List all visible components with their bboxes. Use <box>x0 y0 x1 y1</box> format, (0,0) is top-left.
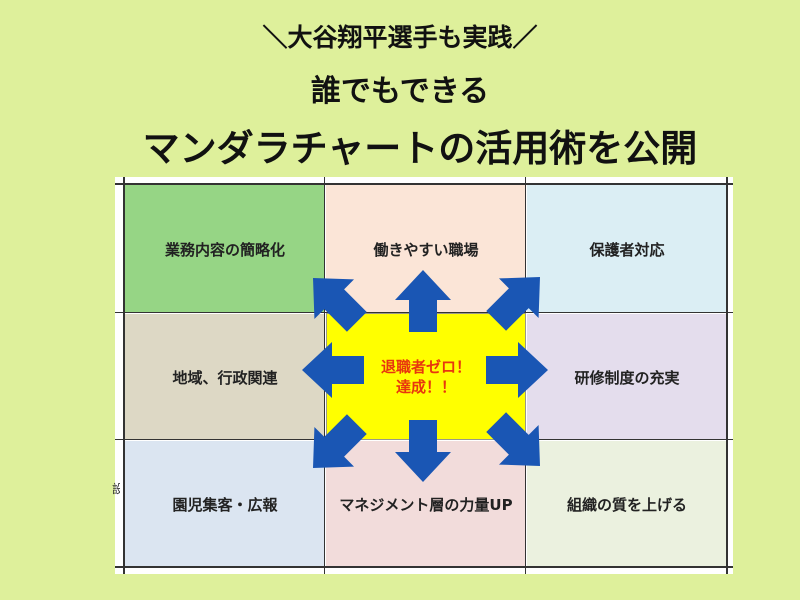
cell-business-simplification: 業務内容の簡略化 <box>125 185 325 313</box>
cell-organization-quality: 組織の質を上げる <box>527 441 727 567</box>
cell-parent-relations: 保護者対応 <box>527 185 727 313</box>
cell-recruitment-pr: 園児集客・広報 <box>125 441 325 567</box>
cut-off-glyph: 設 <box>112 482 120 496</box>
arrow-down-icon <box>395 420 451 482</box>
cell-community-government: 地域、行政関連 <box>125 314 325 440</box>
main-title: マンダラチャートの活用術を公開 <box>142 127 698 170</box>
grid-line <box>123 177 125 574</box>
subtitle-banner: ＼大谷翔平選手も実践／ <box>262 23 538 52</box>
arrow-up-icon <box>395 270 451 332</box>
arrow-down-right-icon <box>486 412 540 466</box>
arrow-down-left-icon <box>313 414 367 468</box>
center-goal-line2: 達成！！ <box>395 377 456 396</box>
cell-training-system: 研修制度の充実 <box>527 314 727 440</box>
grid-line <box>726 177 728 574</box>
subtitle: 誰でもできる <box>310 74 490 109</box>
arrow-right-icon <box>486 342 548 398</box>
center-goal-line1: 退職者ゼロ！ <box>380 357 471 376</box>
arrow-left-icon <box>302 342 364 398</box>
grid-line <box>115 183 733 185</box>
grid-line <box>115 566 733 568</box>
arrow-up-right-icon <box>486 277 540 331</box>
arrow-up-left-icon <box>313 278 367 332</box>
